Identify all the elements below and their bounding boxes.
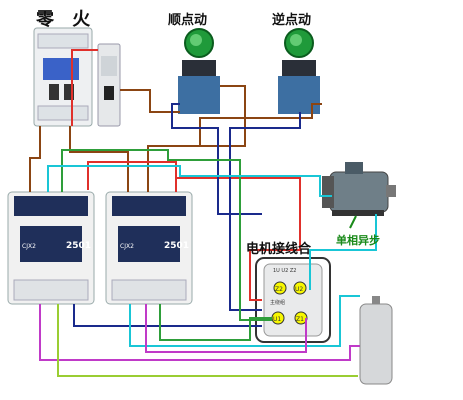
- contactor-right-brand: CJX2: [120, 243, 134, 250]
- motor-pointer-arrow: [349, 215, 357, 229]
- circuit-breaker: [33, 27, 93, 127]
- capacitor: [359, 296, 393, 385]
- forward-push-button: [178, 28, 220, 114]
- terminal-u1-label: U1: [273, 316, 281, 323]
- terminal-top-text: 1U U2 Z2: [273, 268, 296, 274]
- terminal-z2-label: Z2: [275, 286, 283, 293]
- terminal-z2: [273, 281, 287, 295]
- motor: [322, 162, 396, 216]
- contactor-left-brand: CJX2: [22, 243, 36, 250]
- contactor-left-model: 2501: [66, 241, 91, 251]
- terminal-u2-label: U2: [295, 286, 303, 293]
- zero-fire-label: 零 火: [36, 9, 97, 30]
- terminal-box-label: 电机接线合: [246, 242, 312, 257]
- wires: [29, 49, 377, 377]
- terminal-mid-text: 主绕组: [270, 299, 285, 306]
- contactor-right-model: 2501: [164, 241, 189, 251]
- contactor-right: [105, 191, 193, 305]
- reverse-button-label: 逆点动: [272, 13, 312, 28]
- forward-button-label: 顺点动: [168, 13, 208, 28]
- reverse-push-button: [278, 28, 320, 114]
- contactor-left: [7, 191, 95, 305]
- motor-label: 单相异步: [336, 234, 380, 247]
- terminal-z1-label: Z1: [296, 316, 304, 323]
- terminal-u2: [293, 281, 307, 295]
- fuse-holder: [97, 43, 121, 127]
